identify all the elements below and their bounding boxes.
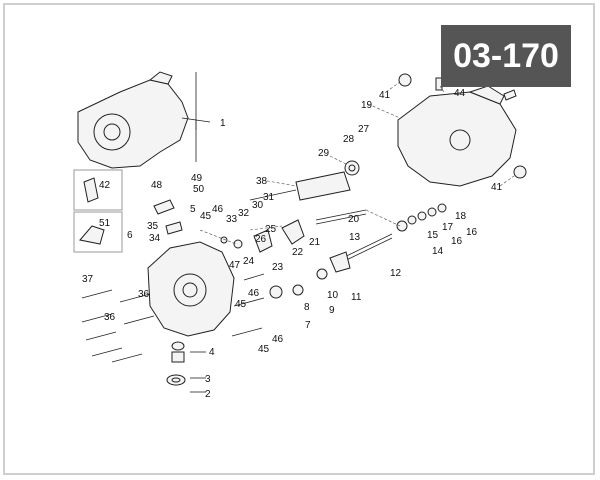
rear-housing-drawing (397, 73, 527, 187)
callout-24: 24 (243, 256, 255, 267)
callout-21: 21 (309, 237, 321, 248)
callout-44: 44 (454, 88, 466, 99)
shaft-assembly-drawing (153, 160, 447, 299)
callout-49: 49 (191, 173, 203, 184)
callout-26: 26 (255, 234, 267, 245)
callout-7: 7 (305, 320, 311, 331)
callout-3: 3 (205, 374, 211, 385)
callout-11: 11 (351, 292, 362, 303)
callout-labels: 1 2 3 4 5 6 7 8 9 10 11 12 13 14 15 16 1… (82, 88, 503, 400)
callout-27: 27 (358, 124, 370, 135)
callout-34: 34 (149, 233, 161, 244)
callout-23: 23 (272, 262, 284, 273)
callout-46-b: 46 (248, 288, 260, 299)
callout-5: 5 (190, 204, 196, 215)
callout-30: 30 (252, 200, 264, 211)
callout-15: 15 (427, 230, 439, 241)
callout-25: 25 (265, 224, 277, 235)
callout-46-c: 46 (272, 334, 284, 345)
callout-32: 32 (238, 208, 250, 219)
bracket-part-drawing (79, 225, 105, 245)
bolts-drawing (81, 273, 265, 363)
part-42-box (73, 169, 123, 211)
callout-29: 29 (318, 148, 330, 159)
callout-36-b: 36 (104, 312, 116, 323)
leader-lines (199, 81, 515, 245)
callout-20: 20 (348, 214, 360, 225)
callout-2: 2 (205, 389, 211, 400)
callout-41-a: 41 (379, 90, 391, 101)
front-housing-drawing (147, 241, 235, 337)
callout-45-b: 45 (235, 299, 247, 310)
callout-22: 22 (292, 247, 304, 258)
callout-45-a: 45 (200, 211, 212, 222)
callout-19: 19 (361, 100, 373, 111)
callout-16-a: 16 (451, 236, 463, 247)
clip-part-drawing (83, 177, 99, 203)
callout-48: 48 (151, 180, 163, 191)
callout-18: 18 (455, 211, 467, 222)
page-code-badge: 03-170 (441, 25, 571, 87)
callout-17: 17 (442, 222, 454, 233)
callout-36-a: 36 (138, 289, 150, 300)
callout-45-c: 45 (258, 344, 270, 355)
callout-38: 38 (256, 176, 268, 187)
callout-37: 37 (82, 274, 94, 285)
callout-33: 33 (226, 214, 238, 225)
callout-31: 31 (263, 192, 275, 203)
housing-assembly-drawing (77, 71, 211, 169)
callout-16-b: 16 (466, 227, 478, 238)
callout-51: 51 (99, 218, 111, 229)
callout-41-b: 41 (491, 182, 503, 193)
callout-8: 8 (304, 302, 310, 313)
callout-14: 14 (432, 246, 444, 257)
callout-46-a: 46 (212, 204, 224, 215)
callout-9: 9 (329, 305, 335, 316)
callout-10: 10 (327, 290, 339, 301)
callout-13: 13 (349, 232, 361, 243)
callout-12: 12 (390, 268, 402, 279)
callout-1: 1 (220, 118, 226, 129)
callout-42: 42 (99, 180, 111, 191)
callout-50: 50 (193, 184, 205, 195)
callout-28: 28 (343, 134, 355, 145)
callout-6: 6 (127, 230, 133, 241)
seal-parts-drawing (166, 341, 206, 393)
callout-4: 4 (209, 347, 215, 358)
callout-35: 35 (147, 221, 159, 232)
callout-47: 47 (229, 260, 241, 271)
